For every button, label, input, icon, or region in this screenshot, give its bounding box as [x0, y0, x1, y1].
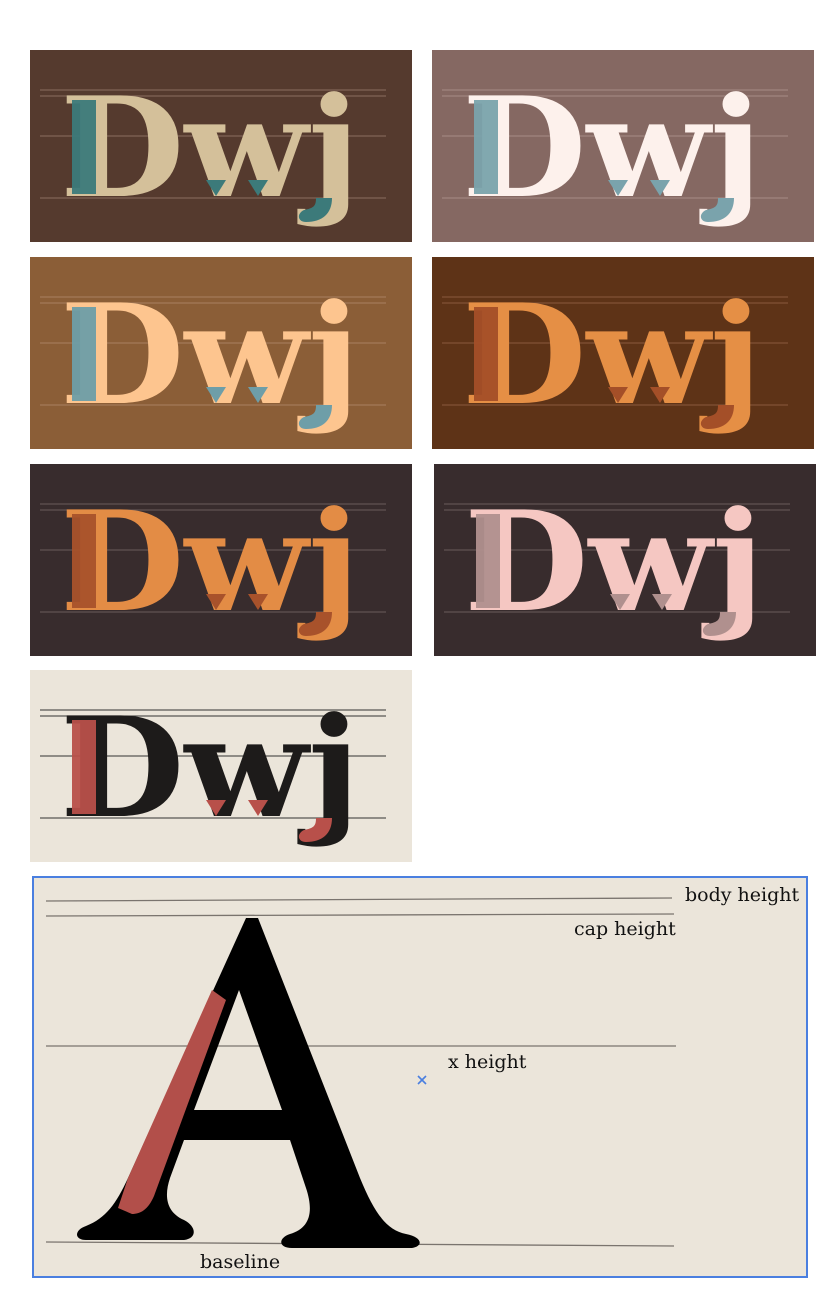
specimen-text: Dwj [60, 686, 360, 849]
specimen-text: Dwj [464, 480, 764, 643]
specimen-card-1: Dwj [30, 50, 412, 242]
w-accent [650, 387, 670, 403]
body-height-label: body height [685, 884, 800, 906]
specimen-svg: Dwj [40, 273, 386, 436]
letter-a-accent-stroke [118, 990, 226, 1214]
w-accent [206, 800, 226, 816]
w-accent [608, 180, 628, 196]
j-accent [700, 405, 734, 429]
j-accent [298, 198, 332, 222]
w-accent [610, 594, 630, 610]
w-accent [650, 180, 670, 196]
x-height-label: x height [448, 1051, 527, 1073]
center-marker-icon [417, 1075, 427, 1085]
w-accent [248, 800, 268, 816]
anatomy-diagram: cap height x height baseline [32, 876, 808, 1278]
cap-height-label: cap height [574, 918, 676, 940]
j-accent [298, 818, 332, 842]
j-accent [298, 405, 332, 429]
j-accent [700, 198, 734, 222]
w-accent [652, 594, 672, 610]
anatomy-svg: cap height x height baseline [45, 897, 676, 1273]
d-stem-accent [476, 514, 500, 608]
d-stem-accent [474, 100, 498, 194]
w-accent [206, 180, 226, 196]
specimen-card-4: Dwj [432, 257, 814, 449]
w-accent [608, 387, 628, 403]
body-height-line [45, 897, 673, 902]
d-stem-accent [72, 720, 96, 814]
j-accent [702, 612, 736, 636]
specimen-text: Dwj [462, 273, 762, 436]
specimen-card-5: Dwj [30, 464, 412, 656]
specimen-svg: Dwj [40, 480, 386, 643]
w-accent [206, 387, 226, 403]
d-stem-accent [72, 307, 96, 401]
specimen-svg: Dwj [40, 686, 386, 849]
w-accent [206, 594, 226, 610]
j-accent [298, 612, 332, 636]
specimen-card-6: Dwj [434, 464, 816, 656]
specimen-text: Dwj [462, 66, 762, 229]
w-accent [248, 387, 268, 403]
specimen-text: Dwj [60, 66, 360, 229]
baseline-label: baseline [200, 1251, 280, 1273]
specimen-svg: Dwj [444, 480, 790, 643]
w-accent [248, 180, 268, 196]
d-stem-accent [72, 514, 96, 608]
cap-height-line [45, 913, 675, 917]
specimen-text: Dwj [60, 273, 360, 436]
d-stem-accent [72, 100, 96, 194]
specimen-card-3: Dwj [30, 257, 412, 449]
specimen-svg: Dwj [40, 66, 386, 229]
specimen-text: Dwj [60, 480, 360, 643]
specimen-card-7: Dwj [30, 670, 412, 862]
w-accent [248, 594, 268, 610]
specimen-svg: Dwj [442, 273, 788, 436]
d-stem-accent [474, 307, 498, 401]
letter-a [77, 918, 420, 1248]
specimen-svg: Dwj [442, 66, 788, 229]
specimen-card-2: Dwj [432, 50, 814, 242]
